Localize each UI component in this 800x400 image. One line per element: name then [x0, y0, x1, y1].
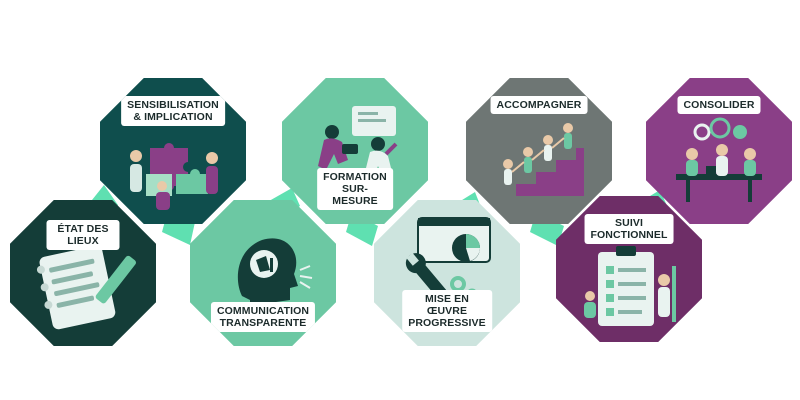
head-megaphone-icon	[237, 238, 313, 312]
clipboard-checklist-icon	[584, 246, 676, 326]
step-accompagner: ACCOMPAGNER	[466, 78, 612, 224]
step-consolider: CONSOLIDER	[646, 78, 792, 224]
people-puzzle-icon	[130, 143, 218, 210]
people-stairs-icon	[496, 123, 584, 196]
step-label: SENSIBILISATION & IMPLICATION	[121, 96, 225, 126]
step-label: ÉTAT DES LIEUX	[46, 220, 120, 250]
team-meeting-icon	[676, 117, 762, 202]
step-communication: COMMUNICATION TRANSPARENTE	[190, 200, 336, 346]
step-suivi: SUIVI FONCTIONNEL	[556, 196, 702, 342]
step-formation: FORMATION SUR-MESURE	[282, 78, 428, 224]
step-label: COMMUNICATION TRANSPARENTE	[210, 302, 316, 332]
people-training-icon	[318, 106, 398, 180]
step-label: FORMATION SUR-MESURE	[317, 168, 393, 210]
step-label: ACCOMPAGNER	[490, 96, 588, 114]
step-label: SUIVI FONCTIONNEL	[584, 214, 674, 244]
step-sensibilisation: SENSIBILISATION & IMPLICATION	[100, 78, 246, 224]
step-mise-en-oeuvre: MISE EN ŒUVRE PROGRESSIVE	[374, 200, 520, 346]
step-label: CONSOLIDER	[677, 96, 761, 114]
checklist-pencil-icon	[36, 245, 136, 330]
step-etat-des-lieux: ÉTAT DES LIEUX	[10, 200, 156, 346]
step-label: MISE EN ŒUVRE PROGRESSIVE	[402, 290, 492, 332]
